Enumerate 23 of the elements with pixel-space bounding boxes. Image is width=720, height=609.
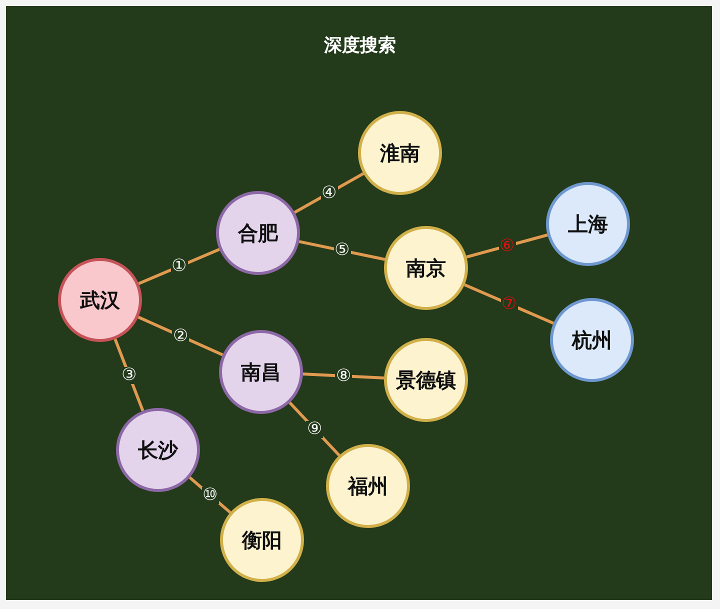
connector-line: [298, 240, 386, 261]
connector-line: [138, 316, 224, 356]
connector-line: [138, 248, 220, 285]
edge-label: ⑨: [306, 420, 324, 438]
city-name: 上海: [568, 210, 608, 238]
city-name: 福州: [348, 472, 388, 500]
city-name: 淮南: [380, 140, 420, 166]
city-name: 杭州: [572, 326, 612, 354]
city-name: 景德镇: [396, 366, 456, 394]
city-name: 南昌: [241, 358, 281, 386]
connector-line: [466, 234, 548, 258]
connector-line: [464, 283, 554, 325]
city-name: 合肥: [238, 220, 278, 246]
edge-label: ②: [172, 328, 190, 344]
edge-label: ⑧: [335, 368, 352, 384]
connector-line: [302, 372, 384, 380]
connector-line: [294, 172, 364, 214]
city-name: 武汉: [80, 286, 120, 314]
city-name: 长沙: [138, 436, 178, 464]
city-name: 南京: [406, 254, 446, 282]
diagram-title: 深度搜索: [324, 35, 396, 56]
city-name: 衡阳: [242, 526, 282, 554]
connector-line: [114, 338, 144, 412]
